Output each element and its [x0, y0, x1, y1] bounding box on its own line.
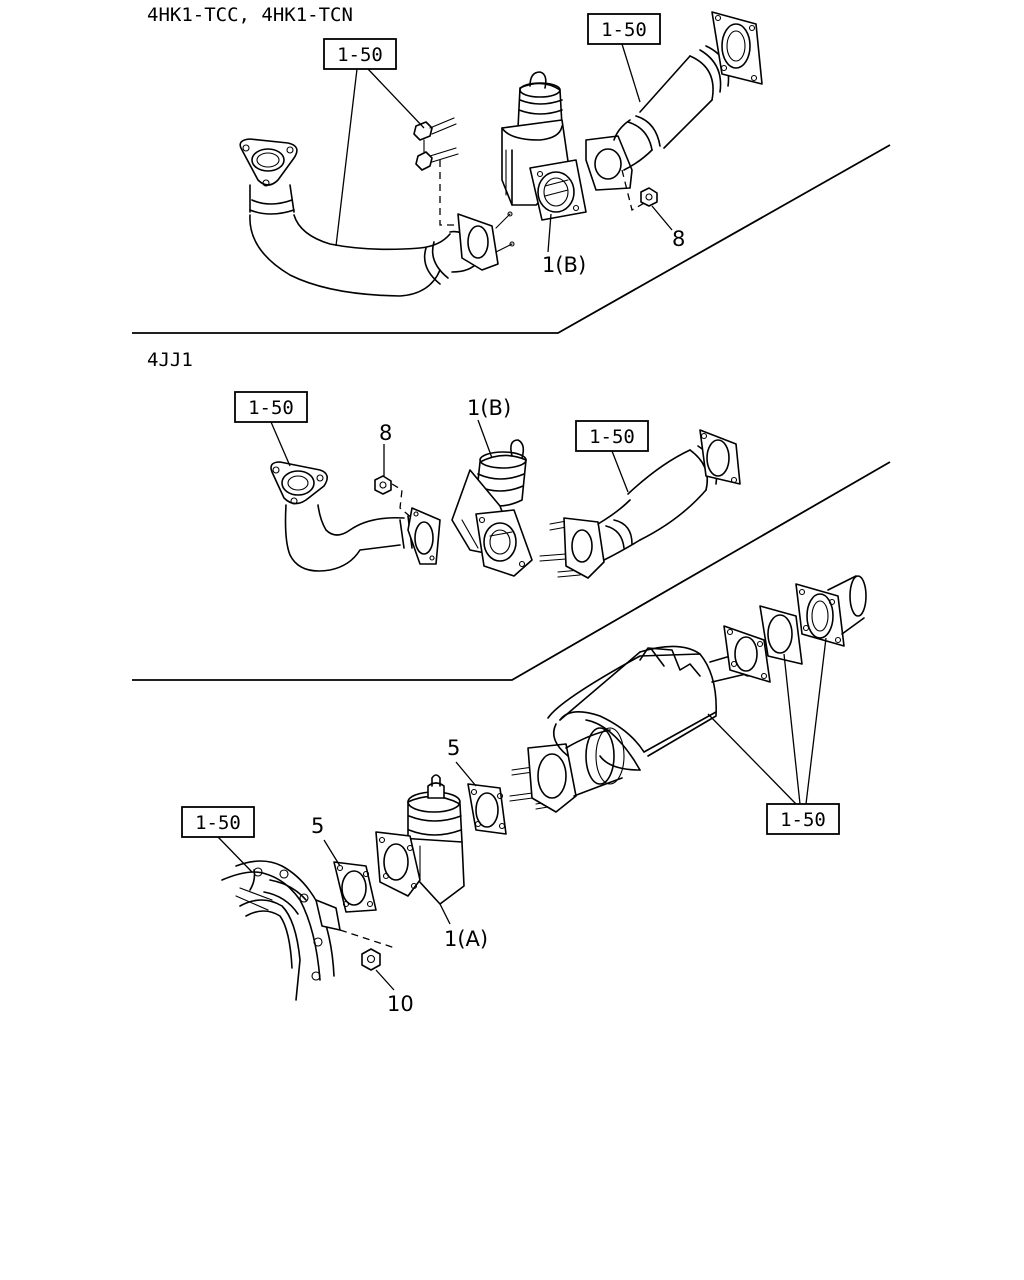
leader-bot-right-flange — [805, 637, 827, 805]
leader-bot-left — [217, 836, 253, 873]
leader-mid-right — [611, 450, 629, 493]
callout-bot-5-lower: 5 — [311, 814, 324, 838]
leader-top-1b — [547, 213, 552, 253]
bot-gasket-right — [467, 783, 507, 835]
mid-nut — [374, 475, 392, 495]
top-bolts — [413, 117, 459, 171]
top-gasket — [585, 135, 633, 191]
divider-middle — [132, 461, 891, 681]
ref-box-top-left — [323, 38, 397, 70]
mid-front-exhaust-pipe — [270, 461, 441, 572]
ref-box-top-right — [587, 13, 661, 45]
top-front-exhaust-pipe — [239, 138, 515, 297]
callout-bot-5-upper: 5 — [447, 736, 460, 760]
ref-label-bot-right: 1-50 — [780, 809, 826, 831]
bot-gasket-rear — [759, 605, 803, 665]
ref-box-bot-right — [766, 803, 840, 835]
leader-top-left-bolt — [367, 68, 425, 129]
callout-mid-1b: 1(B) — [467, 396, 511, 420]
bot-turbo-outlet — [221, 860, 341, 1001]
bot-tail-pipe-flange — [795, 575, 867, 647]
divider-top — [132, 144, 891, 334]
ref-label-mid-left: 1-50 — [248, 397, 294, 419]
leader-mid-1b — [477, 419, 493, 459]
leader-bot-5-lower — [323, 839, 341, 867]
ref-label-mid-right: 1-50 — [589, 426, 635, 448]
section-title-4jj1: 4JJ1 — [147, 349, 193, 371]
mid-exhaust-brake-valve — [451, 439, 533, 577]
bot-gasket-left — [333, 861, 377, 913]
top-nut-guide-line — [621, 169, 647, 211]
callout-top-8: 8 — [672, 227, 685, 251]
leader-mid-left — [270, 421, 291, 467]
leader-top-right — [621, 43, 641, 103]
ref-box-mid-right — [575, 420, 649, 452]
callout-bot-1a: 1(A) — [444, 927, 488, 951]
top-bolt-guide-line — [439, 160, 456, 226]
ref-box-mid-left — [234, 391, 308, 423]
ref-label-top-left: 1-50 — [337, 44, 383, 66]
leader-bot-right-converter — [707, 713, 797, 805]
top-tail-pipe — [613, 11, 763, 171]
leader-bot-right-gasket — [783, 653, 801, 805]
mid-tail-pipe — [539, 429, 741, 579]
bot-catalytic-converter — [509, 625, 771, 813]
callout-mid-8: 8 — [379, 421, 392, 445]
ref-label-top-right: 1-50 — [601, 19, 647, 41]
callout-top-1b: 1(B) — [542, 253, 586, 277]
section-title-4hk1: 4HK1-TCC, 4HK1-TCN — [147, 4, 353, 26]
leader-top-left-pipe — [335, 68, 358, 247]
leader-bot-5-upper — [455, 761, 477, 787]
top-exhaust-brake-valve — [501, 71, 587, 221]
top-nut — [640, 187, 658, 207]
ref-label-bot-left: 1-50 — [195, 812, 241, 834]
leader-top-8 — [651, 205, 673, 231]
mid-nut-guide-line — [391, 483, 413, 519]
bot-exhaust-brake-valve — [375, 774, 465, 905]
leader-bot-10 — [375, 969, 395, 991]
bot-nut — [361, 948, 381, 971]
leader-bot-1a — [439, 903, 451, 925]
bot-nut-guide-line — [339, 929, 396, 949]
callout-bot-10: 10 — [387, 992, 414, 1016]
